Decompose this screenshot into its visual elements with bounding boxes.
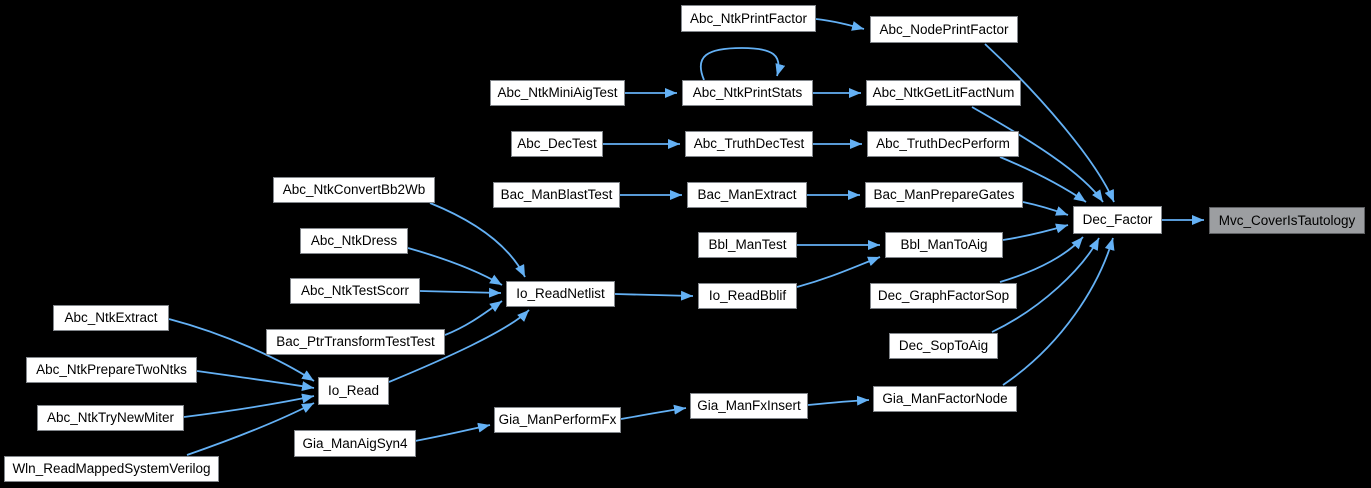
node-Dec_GraphFactorSop[interactable]: Dec_GraphFactorSop [870,283,1017,309]
edge-Abc_NtkExtract-Io_Read [168,318,315,382]
node-Abc_NtkPrintStats[interactable]: Abc_NtkPrintStats [682,80,813,106]
edge-Dec_SopToAig-Dec_Factor [991,237,1100,333]
node-Abc_DecTest[interactable]: Abc_DecTest [511,131,603,157]
node-Bac_PtrTransformTestTest[interactable]: Bac_PtrTransformTestTest [266,329,445,355]
edge-Abc_NtkGetLitFactNum-Dec_Factor [971,106,1104,203]
node-Abc_NtkDress[interactable]: Abc_NtkDress [300,228,408,254]
node-Io_ReadNetlist[interactable]: Io_ReadNetlist [506,281,615,307]
edge-Abc_NtkPrintFactor-Abc_NodePrintFactor [815,18,865,31]
node-Gia_ManFactorNode[interactable]: Gia_ManFactorNode [873,386,1017,412]
node-Bac_ManPrepareGates[interactable]: Bac_ManPrepareGates [865,182,1023,208]
node-Abc_NtkMiniAigTest[interactable]: Abc_NtkMiniAigTest [490,80,625,106]
edge-Abc_NtkDress-Io_ReadNetlist [407,247,503,286]
node-Abc_NtkTryNewMiter[interactable]: Abc_NtkTryNewMiter [37,405,184,431]
edge-Abc_NtkPrintStats-self-loop [699,47,786,81]
node-Io_ReadBblif[interactable]: Io_ReadBblif [698,283,797,309]
node-Dec_SopToAig[interactable]: Dec_SopToAig [889,333,998,359]
node-Wln_ReadMappedSystemVerilog[interactable]: Wln_ReadMappedSystemVerilog [4,456,219,482]
edge-Io_ReadBblif-Bbl_ManToAig [796,256,881,288]
edge-Abc_TruthDecPerform-Dec_Factor [999,156,1087,203]
edge-Io_ReadNetlist-Io_ReadBblif [614,290,694,301]
edge-Io_Read-Io_ReadNetlist [388,309,530,383]
node-Bbl_ManTest[interactable]: Bbl_ManTest [698,232,797,258]
node-Abc_NtkPrintFactor[interactable]: Abc_NtkPrintFactor [681,5,816,32]
node-Gia_ManAigSyn4[interactable]: Gia_ManAigSyn4 [294,430,416,457]
edge-Abc_NtkTryNewMiter-Io_Read [183,393,315,418]
edge-Gia_ManFxInsert-Gia_ManFactorNode [807,395,870,406]
edge-Bac_ManPrepareGates-Dec_Factor [1022,201,1069,216]
node-Bac_ManExtract[interactable]: Bac_ManExtract [687,182,807,208]
node-Gia_ManPerformFx[interactable]: Gia_ManPerformFx [494,407,621,433]
node-Abc_NtkPrepareTwoNtks[interactable]: Abc_NtkPrepareTwoNtks [26,357,197,383]
edge-Bac_PtrTransformTestTest-Io_ReadNetlist [444,300,503,336]
edge-Wln_ReadMappedSystemVerilog-Io_Read [186,402,315,456]
edge-Abc_NodePrintFactor-Dec_Factor [984,43,1115,203]
edge-Abc_NtkConvertBb2Wb-Io_ReadNetlist [429,202,526,278]
node-Gia_ManFxInsert[interactable]: Gia_ManFxInsert [690,393,808,419]
node-Abc_TruthDecTest[interactable]: Abc_TruthDecTest [685,131,813,157]
node-Abc_NtkConvertBb2Wb[interactable]: Abc_NtkConvertBb2Wb [273,177,435,203]
edge-Gia_ManFactorNode-Dec_Factor [1002,237,1115,386]
node-Bac_ManBlastTest[interactable]: Bac_ManBlastTest [493,182,620,208]
edge-Dec_GraphFactorSop-Dec_Factor [999,236,1084,283]
node-Abc_NtkExtract[interactable]: Abc_NtkExtract [53,305,169,331]
node-Abc_NodePrintFactor[interactable]: Abc_NodePrintFactor [870,16,1018,43]
node-Abc_NtkGetLitFactNum[interactable]: Abc_NtkGetLitFactNum [866,80,1021,106]
edge-Gia_ManAigSyn4-Gia_ManPerformFx [414,422,491,442]
edge-Abc_NtkTestScorr-Io_ReadNetlist [419,287,502,298]
edge-Abc_NtkPrepareTwoNtks-Io_Read [196,370,315,392]
edge-Gia_ManPerformFx-Gia_ManFxInsert [620,404,687,420]
node-Abc_NtkTestScorr[interactable]: Abc_NtkTestScorr [290,278,420,304]
node-Dec_Factor[interactable]: Dec_Factor [1073,206,1162,234]
node-Mvc_CoverIsTautology: Mvc_CoverIsTautology [1209,207,1365,234]
node-Io_Read[interactable]: Io_Read [318,377,389,405]
edge-Bbl_ManToAig-Dec_Factor [1002,223,1069,241]
node-Bbl_ManToAig[interactable]: Bbl_ManToAig [885,232,1003,258]
node-Abc_TruthDecPerform[interactable]: Abc_TruthDecPerform [867,131,1019,157]
